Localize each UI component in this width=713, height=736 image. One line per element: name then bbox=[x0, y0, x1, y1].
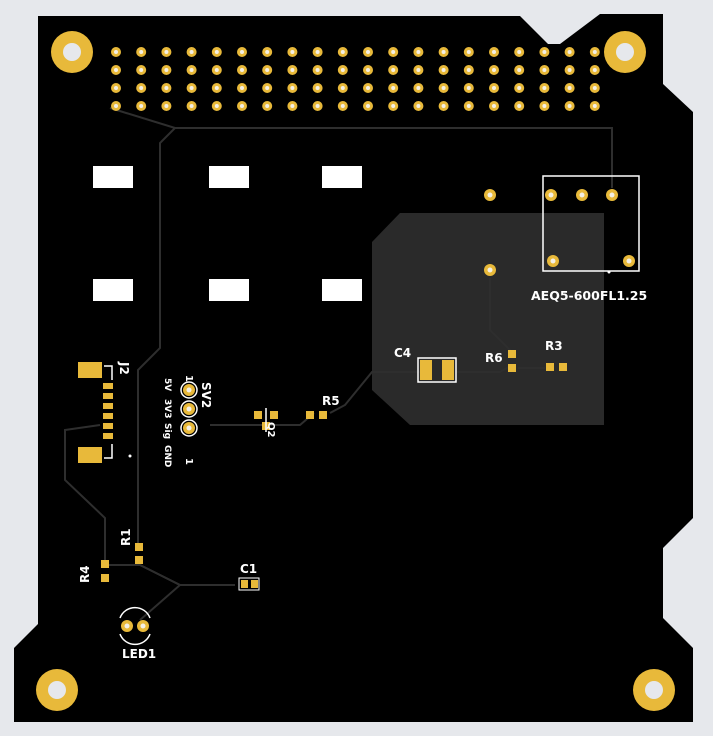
r3-pad bbox=[546, 363, 554, 371]
pin-label-5v: 5V bbox=[162, 378, 172, 391]
silk-block bbox=[322, 166, 362, 188]
r6-label: R6 bbox=[485, 351, 503, 365]
silk-block bbox=[322, 279, 362, 301]
r5-label: R5 bbox=[322, 394, 340, 408]
led1-component bbox=[119, 606, 151, 646]
sv2-pin1-bottom: 1 bbox=[183, 458, 194, 465]
r1-label: R1 bbox=[119, 528, 133, 546]
r4-pad bbox=[101, 574, 109, 582]
copper-pour bbox=[372, 213, 604, 425]
r5-pad bbox=[319, 411, 327, 419]
r5-pad bbox=[306, 411, 314, 419]
r4-label: R4 bbox=[78, 565, 92, 583]
j2-label: J2 bbox=[117, 361, 131, 375]
sv2-label: SV2 bbox=[199, 382, 213, 408]
silk-block bbox=[209, 166, 249, 188]
sv2-connector bbox=[180, 381, 198, 437]
c1-component bbox=[238, 577, 260, 591]
q2-label: Q2 bbox=[265, 422, 276, 438]
silk-block bbox=[93, 279, 133, 301]
c1-label: C1 bbox=[240, 562, 257, 576]
gpio-header bbox=[111, 47, 600, 111]
led1-label: LED1 bbox=[122, 647, 156, 661]
silk-block bbox=[209, 279, 249, 301]
sensor-footprint bbox=[542, 175, 640, 274]
silk-blocks bbox=[93, 166, 362, 301]
r3-pad bbox=[559, 363, 567, 371]
sensor-label: AEQ5-600FL1.25 bbox=[531, 288, 647, 303]
mounting-holes bbox=[36, 31, 675, 711]
q2-component bbox=[254, 408, 278, 432]
pin-label-gnd: GND bbox=[162, 445, 172, 467]
silk-block bbox=[93, 166, 133, 188]
c4-component bbox=[417, 357, 457, 383]
r1-pad bbox=[135, 543, 143, 551]
r6-pad bbox=[508, 350, 516, 358]
r3-label: R3 bbox=[545, 339, 563, 353]
board-outline bbox=[14, 14, 693, 722]
j2-connector bbox=[78, 362, 132, 463]
r4-pad bbox=[101, 560, 109, 568]
c4-label: C4 bbox=[394, 346, 411, 360]
sv2-pin1-top: 1 bbox=[183, 375, 194, 382]
pin-label-3v3: 3V3 bbox=[162, 399, 172, 419]
pin-label-sig: Sig bbox=[162, 423, 172, 439]
r1-pad bbox=[135, 556, 143, 564]
r6-pad bbox=[508, 364, 516, 372]
sensor-outline bbox=[542, 175, 640, 272]
